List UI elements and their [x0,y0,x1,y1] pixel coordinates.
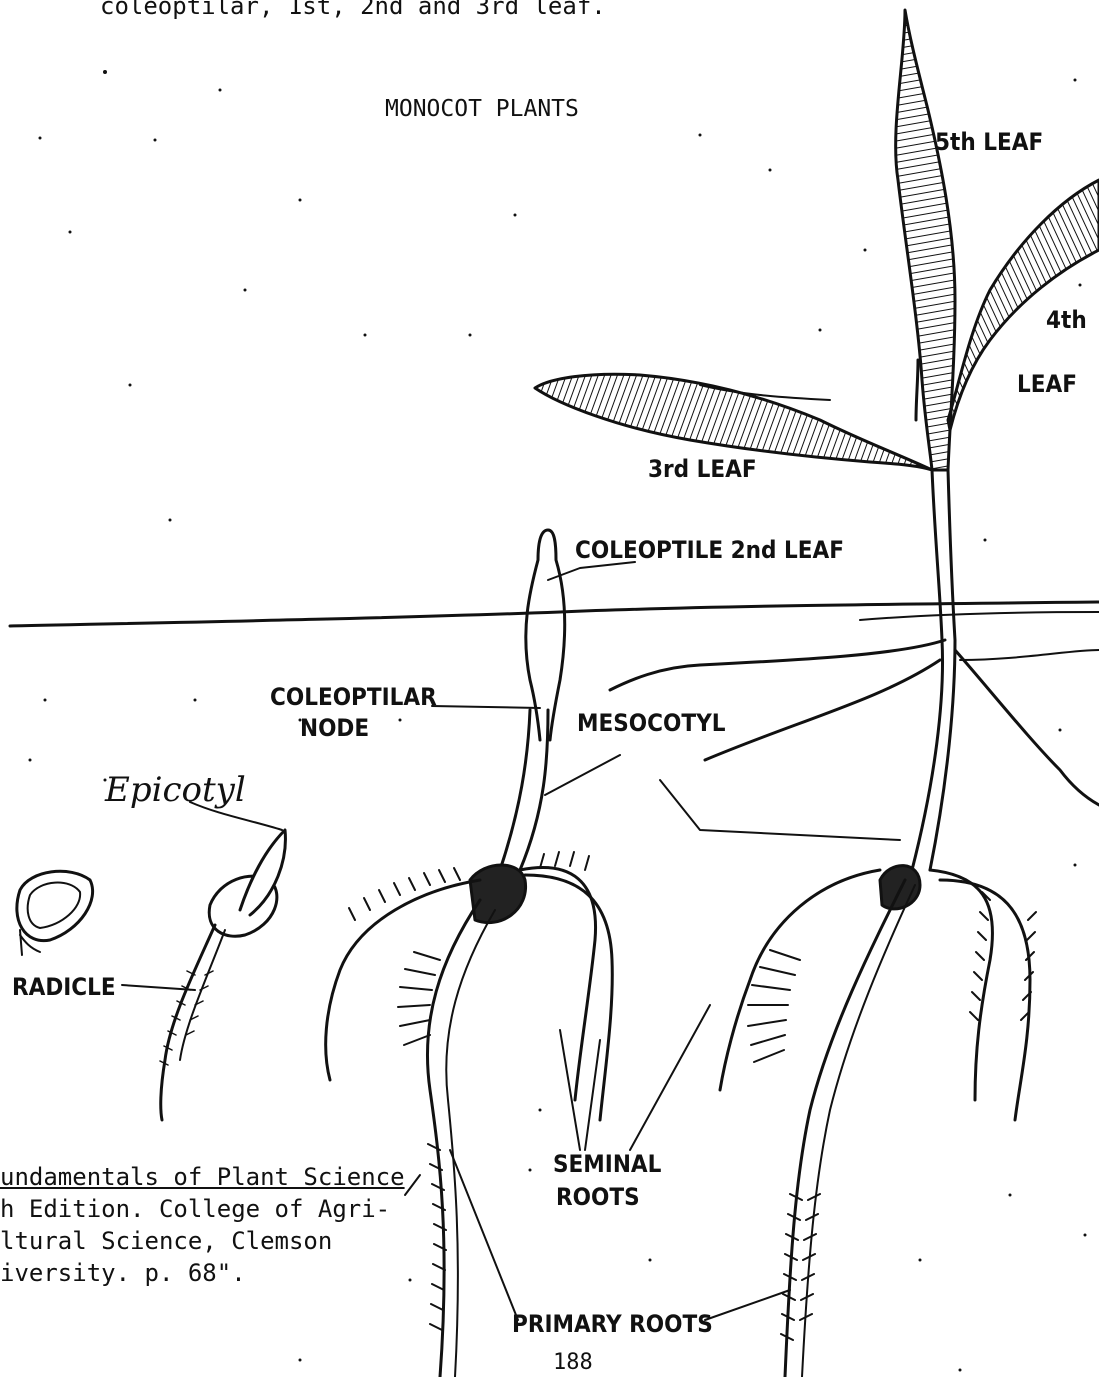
large-plant-crown-root-left [610,640,945,690]
small-plant-seminal-root-a [326,880,480,1080]
large-plant-crown-root-right [955,650,1099,805]
page-number: 188 [553,1350,593,1375]
leader-primary-2 [705,1290,790,1320]
label-seminal-roots-line2: ROOTS [556,1183,640,1211]
label-coleoptilar-node-line2: NODE [300,714,369,742]
leader-seminal-2 [585,1040,600,1150]
label-fourth-leaf-line2: LEAF [1017,370,1077,398]
leader-radicle-seed [20,930,22,955]
citation-underline-slash [405,1175,420,1195]
large-plant-crown-root-right2 [960,650,1099,660]
epicotyl-shoot [240,830,285,915]
label-third-leaf: 3rd LEAF [648,455,757,483]
leader-primary-1 [450,1150,518,1320]
large-plant-crown-root-left2 [705,660,940,760]
label-coleoptilar-node-line1: COLEOPTILAR [270,683,437,711]
soil-line-b [860,612,1099,620]
label-fourth-leaf-line1: 4th [1046,306,1087,334]
label-fifth-leaf: 5th LEAF [935,128,1043,156]
fifth-leaf [896,10,955,470]
leader-mesocotyl-large [660,780,900,840]
citation-line-1: undamentals of Plant Science [0,1163,405,1191]
label-radicle: RADICLE [12,973,116,1001]
large-plant-seminal-root-b [930,870,993,1100]
citation-line-4: iversity. p. 68". [0,1259,246,1287]
small-plant-seminal-root-b [520,868,596,1100]
radicle-root [161,925,215,1120]
label-coleoptile: COLEOPTILE 2nd LEAF [575,536,844,564]
citation-line-2: h Edition. College of Agri- [0,1195,390,1223]
header-caption: coleoptilar, 1st, 2nd and 3rd leaf. [100,0,606,20]
label-mesocotyl: MESOCOTYL [577,709,725,737]
label-epicotyl: Epicotyl [105,770,246,810]
diagram-title: MONOCOT PLANTS [385,96,579,122]
small-plant-seed [470,865,526,923]
soil-line [10,602,1099,626]
large-plant-primary-root [785,880,905,1377]
leader-coleoptilar-node [432,706,540,708]
leader-mesocotyl-small [545,755,620,795]
leader-seminal-3 [630,1005,710,1150]
large-plant-stem [912,470,943,870]
label-seminal-roots-line1: SEMINAL [553,1150,661,1178]
label-primary-roots: PRIMARY ROOTS [512,1310,713,1338]
citation-line-3: ltural Science, Clemson [0,1227,332,1255]
